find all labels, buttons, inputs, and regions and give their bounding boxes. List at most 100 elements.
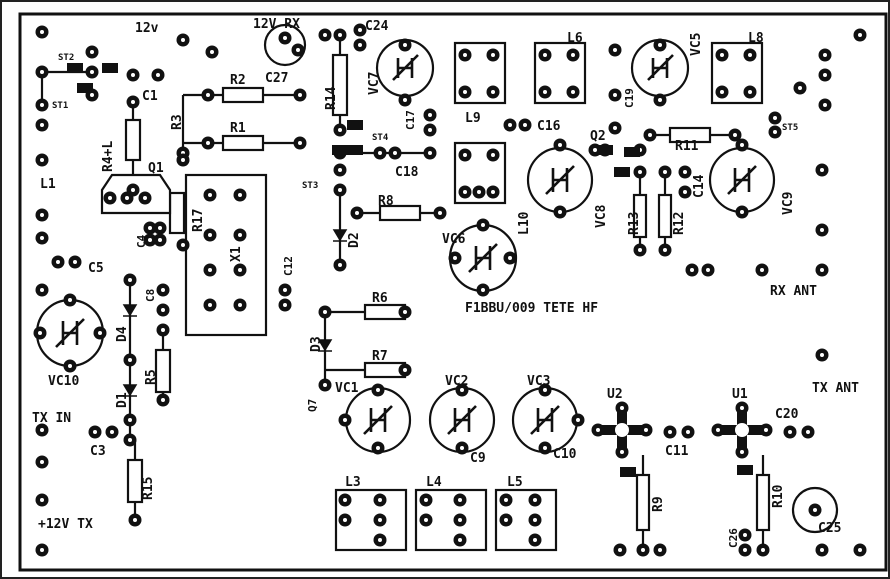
pad-hole: [558, 210, 562, 214]
pad-hole: [181, 243, 185, 247]
pad-hole: [740, 450, 744, 454]
pad-hole: [125, 196, 129, 200]
label-c11: C11: [665, 444, 689, 459]
label-c25: C25: [818, 521, 841, 536]
pad-hole: [813, 508, 817, 512]
label-c24: C24: [365, 19, 389, 34]
pad-hole: [133, 518, 137, 522]
label-u1: U1: [732, 387, 748, 402]
pad-hole: [323, 310, 327, 314]
pad-hole: [658, 98, 662, 102]
pad-hole: [40, 158, 44, 162]
label-d2: D2: [347, 232, 362, 248]
pad-hole: [743, 548, 747, 552]
pad-hole: [181, 158, 185, 162]
pad-hole: [648, 133, 652, 137]
pad-hole: [571, 53, 575, 57]
label-vc5: VC5: [689, 33, 704, 56]
pad-hole: [208, 233, 212, 237]
pad-hole: [508, 256, 512, 260]
label-l6: L6: [567, 31, 583, 46]
pad-hole: [764, 428, 768, 432]
pad-hole: [148, 238, 152, 242]
pad-hole: [428, 151, 432, 155]
pad-hole: [156, 73, 160, 77]
label-c3: C3: [90, 444, 106, 459]
pad-hole: [128, 418, 132, 422]
pad-hole: [716, 428, 720, 432]
pad-hole: [458, 538, 462, 542]
pad-hole: [283, 303, 287, 307]
label-vc7: VC7: [367, 72, 382, 95]
pad-hole: [208, 193, 212, 197]
pad-hole: [161, 398, 165, 402]
label-c20: C20: [775, 407, 799, 422]
strap-pad: [737, 465, 753, 475]
label-q7: Q7: [306, 399, 319, 412]
pad-hole: [761, 548, 765, 552]
pad-hole: [613, 93, 617, 97]
pad-hole: [858, 548, 862, 552]
pad-hole: [820, 548, 824, 552]
label-r7: R7: [372, 349, 388, 364]
pad-hole: [323, 33, 327, 37]
label-vc9: VC9: [781, 192, 796, 215]
pad-hole: [458, 498, 462, 502]
label-r6: R6: [372, 291, 388, 306]
strap-pad: [102, 63, 118, 73]
trimmer-symbols: [55, 54, 757, 435]
label-d3: D3: [309, 336, 324, 352]
pad-hole: [543, 446, 547, 450]
pad-hole: [463, 153, 467, 157]
pad-hole: [40, 70, 44, 74]
label-r8: R8: [378, 194, 394, 209]
label-tx-in: TX IN: [32, 411, 71, 426]
pad-hole: [424, 518, 428, 522]
pad-hole: [773, 116, 777, 120]
pad-hole: [820, 268, 824, 272]
pad-hole: [458, 518, 462, 522]
pad-hole: [40, 548, 44, 552]
label-l8: L8: [748, 31, 764, 46]
pad-hole: [161, 328, 165, 332]
pad-hole: [40, 288, 44, 292]
pad-hole: [131, 100, 135, 104]
pad-hole: [148, 226, 152, 230]
pad-hole: [210, 50, 214, 54]
diode-symbols: [122, 229, 348, 397]
pad-hole: [481, 223, 485, 227]
pad-hole: [40, 123, 44, 127]
pad-hole: [820, 168, 824, 172]
label-q2: Q2: [590, 129, 606, 144]
pad-hole: [298, 141, 302, 145]
pad-hole: [323, 383, 327, 387]
pad-hole: [438, 211, 442, 215]
pad-hole: [720, 90, 724, 94]
label-c14: C14: [692, 174, 707, 198]
pad-hole: [93, 430, 97, 434]
label-r15: R15: [141, 477, 156, 500]
pad-hole: [56, 260, 60, 264]
pad-hole: [460, 388, 464, 392]
pad-hole: [596, 428, 600, 432]
pad-hole: [428, 128, 432, 132]
pad-hole: [40, 213, 44, 217]
pad-hole: [463, 90, 467, 94]
label-r17: R17: [191, 209, 206, 232]
strap-pad: [347, 120, 363, 130]
pad-hole: [668, 430, 672, 434]
pad-hole: [620, 450, 624, 454]
label-st1: ST1: [52, 101, 68, 111]
u2-center: [615, 423, 629, 437]
pad-hole: [378, 518, 382, 522]
label-l10: L10: [517, 211, 532, 235]
pad-hole: [206, 141, 210, 145]
label-d4: D4: [115, 326, 130, 342]
pad-hole: [683, 190, 687, 194]
pad-hole: [823, 53, 827, 57]
label-c8: C8: [144, 289, 157, 302]
pad-hole: [283, 288, 287, 292]
strap-pad: [332, 145, 348, 155]
pad-hole: [393, 151, 397, 155]
label-u2: U2: [607, 387, 623, 402]
